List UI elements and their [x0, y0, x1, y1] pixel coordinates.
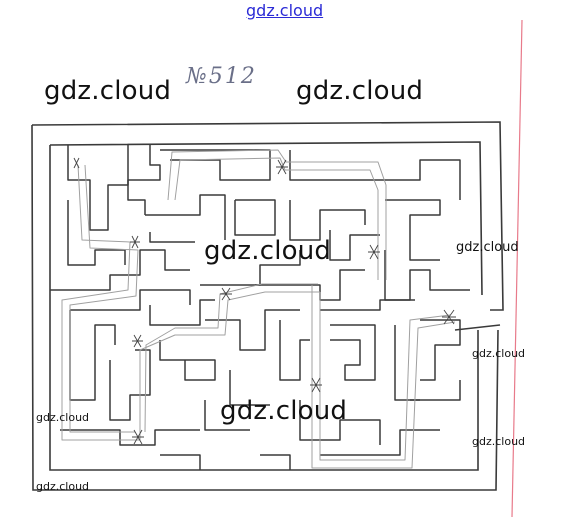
watermark-big-right: gdz.cloud: [296, 76, 424, 106]
watermark-small-right-2: gdz.cloud: [472, 347, 526, 360]
watermark-big-bottom: gdz.cloud: [220, 396, 348, 426]
margin-line: [511, 19, 523, 517]
watermark-big-center: gdz.cloud: [204, 236, 332, 266]
watermark-small-left-1: gdz.cloud: [36, 411, 90, 424]
watermark-top-link[interactable]: gdz.cloud: [246, 1, 324, 20]
star-marks: [73, 157, 456, 445]
maze-outer-frame: [31, 121, 504, 491]
watermark-small-left-2: gdz.cloud: [36, 480, 90, 493]
watermark-big-left: gdz.cloud: [44, 76, 172, 106]
watermark-small-right-1: gdz.cloud: [456, 240, 519, 255]
solution-path: [61, 149, 456, 469]
problem-number: №512: [186, 64, 257, 89]
maze-walls: [50, 145, 501, 470]
watermark-small-right-3: gdz.cloud: [472, 435, 526, 448]
